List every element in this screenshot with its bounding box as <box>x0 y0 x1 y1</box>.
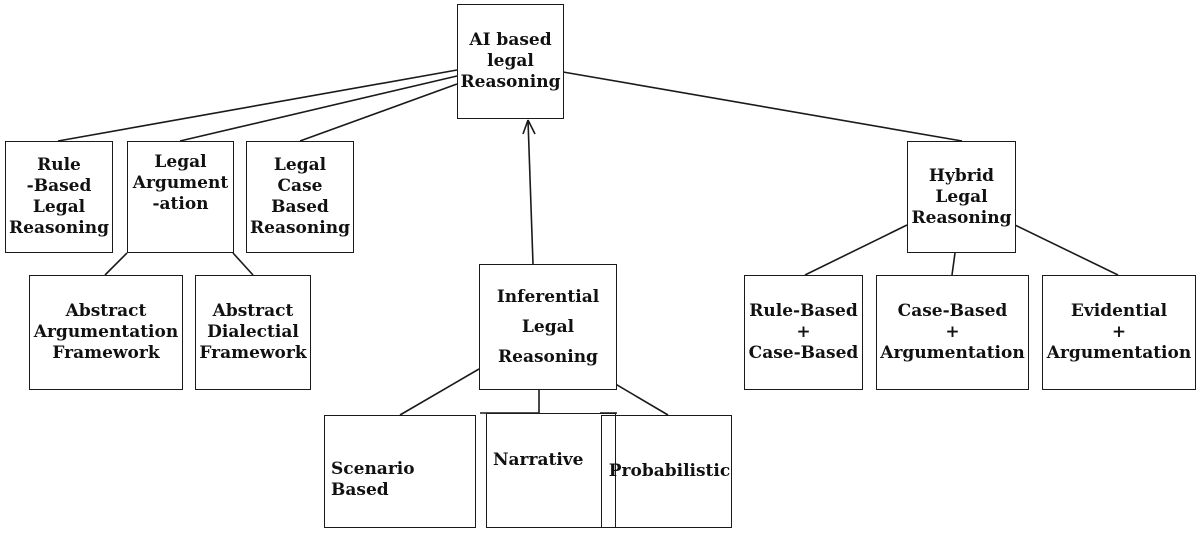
edge-root-legal-case-based <box>299 83 458 142</box>
node-label: Legal Case Based Reasoning <box>250 155 350 238</box>
edge-legal-argumentation-abstract-dialectial <box>232 252 254 276</box>
edge-arrowhead-right <box>527 119 536 135</box>
edge-hybrid-rule-case <box>804 224 908 276</box>
edge-root-hybrid <box>562 71 963 142</box>
node-label: Hybrid Legal Reasoning <box>911 165 1012 228</box>
node-abstract-dialectial-framework: Abstract Dialectial Framework <box>195 275 311 390</box>
node-inferential-legal-reasoning: Inferential Legal Reasoning <box>479 264 617 390</box>
edge-arrowhead-left <box>522 119 529 135</box>
edge-hybrid-evidential <box>1014 224 1119 276</box>
node-legal-case-based-reasoning: Legal Case Based Reasoning <box>246 141 354 253</box>
node-label: Case-Based + Argumentation <box>880 301 1025 363</box>
edge-root-legal-argumentation <box>179 75 458 142</box>
node-label: AI based legal Reasoning <box>460 30 561 92</box>
node-rule-based-case-based: Rule-Based + Case-Based <box>744 275 863 390</box>
node-case-based-argumentation: Case-Based + Argumentation <box>876 275 1029 390</box>
node-hybrid-legal-reasoning: Hybrid Legal Reasoning <box>907 141 1016 253</box>
node-label: Scenario Based <box>331 459 415 500</box>
node-legal-argumentation: Legal Argument -ation <box>127 141 234 253</box>
edge-root-rule-based <box>57 69 458 142</box>
edge-legal-argumentation-abstract-argumentation <box>104 252 128 276</box>
node-label: Narrative <box>493 450 584 470</box>
node-label: Probabilistic <box>608 461 731 481</box>
node-label: Evidential + Argumentation <box>1046 301 1192 363</box>
node-label: Rule -Based Legal Reasoning <box>9 155 109 238</box>
node-rule-based-legal-reasoning: Rule -Based Legal Reasoning <box>5 141 113 253</box>
node-scenario-based: Scenario Based <box>324 415 476 528</box>
node-abstract-argumentation-framework: Abstract Argumentation Framework <box>29 275 183 390</box>
edge-hybrid-case-argumentation <box>951 252 956 276</box>
node-label: Abstract Dialectial Framework <box>199 301 307 363</box>
node-label: Inferential Legal Reasoning <box>496 287 600 367</box>
node-narrative: Narrative <box>486 413 616 528</box>
node-evidential-argumentation: Evidential + Argumentation <box>1042 275 1196 390</box>
node-label: Legal Argument -ation <box>132 152 229 214</box>
node-probabilistic: Probabilistic <box>601 415 732 528</box>
node-label: Abstract Argumentation Framework <box>33 301 179 363</box>
node-label: Rule-Based + Case-Based <box>748 301 859 363</box>
edge-root-inferential <box>527 119 534 265</box>
edge-inferential-scenario <box>399 368 480 416</box>
node-ai-based-legal-reasoning: AI based legal Reasoning <box>457 4 564 119</box>
